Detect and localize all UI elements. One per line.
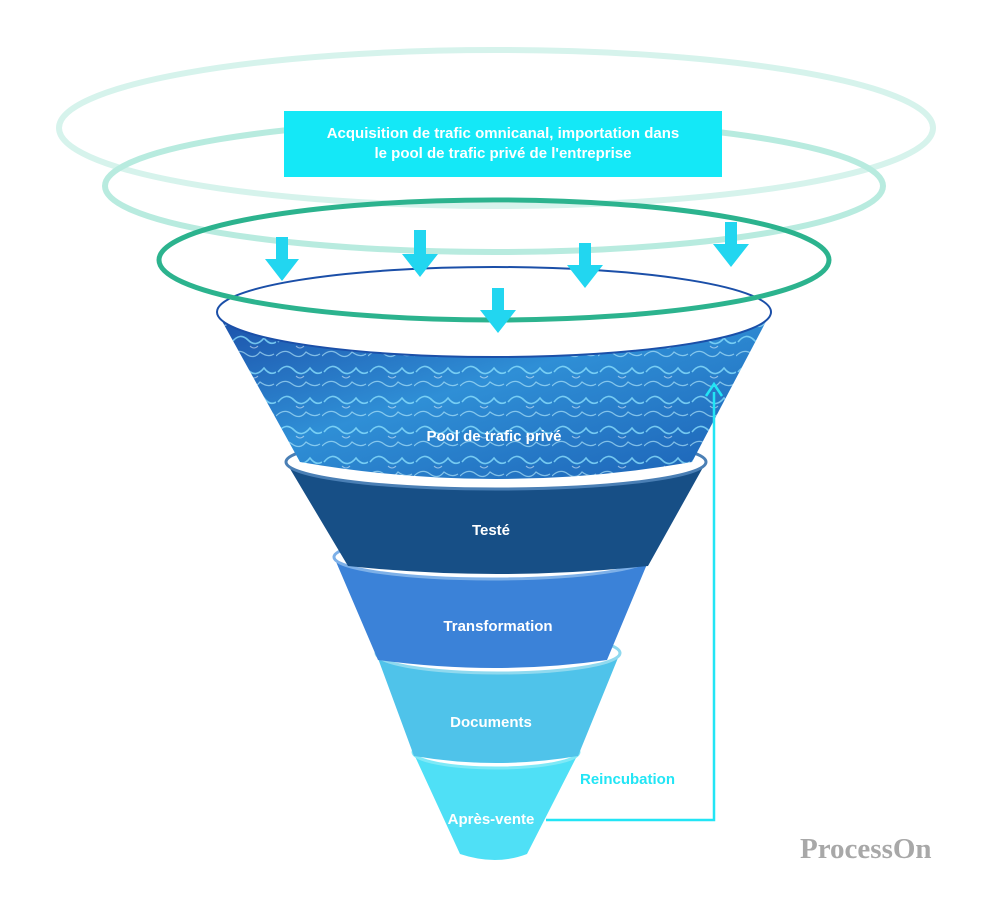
- acquisition-banner: Acquisition de trafic omnicanal, importa…: [284, 111, 722, 177]
- reincubation-loop: Reincubation: [546, 381, 724, 822]
- down-arrow-icon: [402, 230, 438, 277]
- processon-watermark: ProcessOn: [800, 833, 932, 865]
- down-arrow-icon: [713, 222, 749, 267]
- stage-pool-de-trafic-prive: Pool de trafic privé: [216, 266, 772, 479]
- stage-label-apres-vente: Après-vente: [448, 811, 535, 828]
- outer-ring: [56, 47, 936, 209]
- stage-label-transformation: Transformation: [443, 618, 552, 635]
- stage-label-pool: Pool de trafic privé: [426, 428, 561, 445]
- down-arrow-icon: [480, 288, 516, 333]
- inflow-arrows: [265, 222, 749, 333]
- banner-line-1: Acquisition de trafic omnicanal, importa…: [326, 125, 680, 142]
- banner-line-2: le pool de trafic privé de l'entreprise: [374, 145, 632, 162]
- down-arrow-icon: [265, 237, 299, 281]
- down-arrow-icon: [567, 243, 603, 288]
- stage-label-documents: Documents: [450, 714, 532, 731]
- up-arrow-icon: [704, 381, 724, 397]
- reincubation-connector: [546, 392, 716, 822]
- reincubation-label: Reincubation: [580, 771, 675, 788]
- stage-label-teste: Testé: [472, 522, 510, 539]
